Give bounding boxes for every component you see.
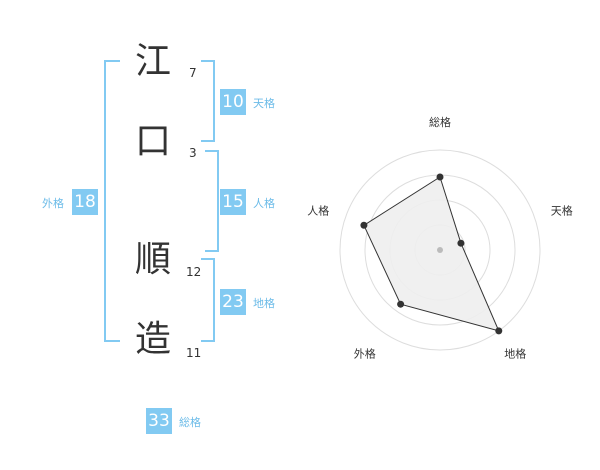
stroke-count-4: 11: [186, 346, 202, 360]
jinkaku-score: 15: [220, 189, 246, 215]
radar-center-dot: [437, 247, 443, 253]
radar-axis-label-1: 総格: [429, 115, 451, 129]
gaikaku-bracket: [104, 60, 120, 342]
jinkaku-label: 人格: [253, 197, 275, 210]
radar-grid-ring: [339, 149, 541, 351]
tenkaku-score: 10: [220, 89, 246, 115]
radar-point-4: [397, 300, 405, 308]
chikaku-label: 地格: [253, 297, 275, 310]
tenkaku-bracket: [201, 60, 215, 142]
stroke-count-1: 7: [189, 66, 197, 80]
gaikaku-label: 外格: [42, 197, 64, 210]
char-3: 順: [134, 239, 171, 280]
jinkaku-bracket: [205, 150, 219, 252]
radar-point-2: [457, 239, 465, 247]
gaikaku-score: 18: [72, 189, 98, 215]
char-4: 造: [134, 319, 171, 360]
stroke-count-3: 12: [186, 265, 202, 279]
soukaku-label: 総格: [179, 416, 201, 429]
radar-point-3: [495, 327, 503, 335]
radar-axis-label-3: 地格: [504, 347, 526, 361]
radar-axis-label-2: 天格: [551, 203, 573, 217]
radar-axis-label-4: 外格: [354, 347, 376, 361]
radar-point-1: [436, 173, 444, 181]
radar-point-5: [360, 221, 368, 229]
stroke-count-2: 3: [189, 146, 197, 160]
radar-series-area: [363, 176, 500, 332]
soukaku-score: 33: [146, 408, 172, 434]
tenkaku-label: 天格: [253, 97, 275, 110]
chikaku-bracket: [201, 258, 215, 342]
radar-axis-label-5: 人格: [307, 203, 329, 217]
char-1: 江: [134, 41, 171, 82]
chikaku-score: 23: [220, 289, 246, 315]
char-2: 口: [134, 121, 171, 162]
